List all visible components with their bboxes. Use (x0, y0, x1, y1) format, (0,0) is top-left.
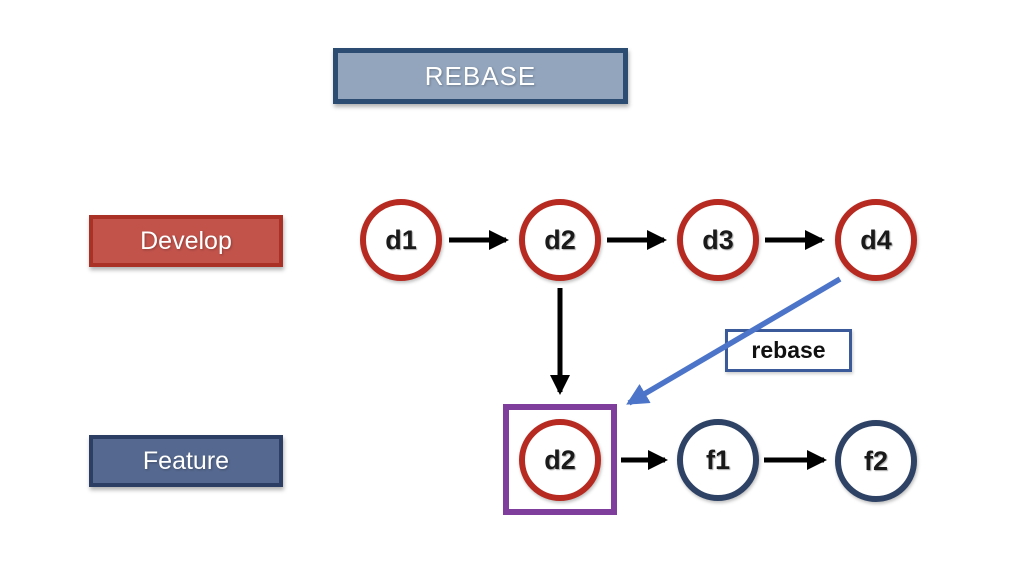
rebase-annotation-label: rebase (751, 337, 826, 363)
develop-branch-label: Develop (140, 226, 232, 255)
commit-node-d2-feature: d2 (519, 419, 601, 501)
rebase-annotation-box: rebase (725, 329, 852, 372)
commit-node-d1: d1 (360, 199, 442, 281)
feature-branch-label-box: Feature (89, 435, 283, 487)
commit-label-f1: f1 (705, 444, 730, 475)
commit-label-d1: d1 (385, 224, 417, 255)
commit-label-f2: f2 (863, 445, 888, 476)
feature-branch-label: Feature (142, 446, 230, 475)
commit-label-d4: d4 (860, 224, 892, 255)
commit-node-f1: f1 (677, 419, 759, 501)
commit-node-d4: d4 (835, 199, 917, 281)
title-label: REBASE (424, 60, 537, 91)
title-box: REBASE (333, 48, 628, 104)
commit-node-d3: d3 (677, 199, 759, 281)
commit-node-f2: f2 (835, 420, 917, 502)
commit-label-d2: d2 (544, 224, 576, 255)
commit-label-d2-feature: d2 (544, 444, 576, 475)
rebase-highlight-box (503, 404, 617, 515)
develop-branch-label-box: Develop (89, 215, 283, 267)
commit-label-d3: d3 (702, 224, 734, 255)
commit-node-d2: d2 (519, 199, 601, 281)
